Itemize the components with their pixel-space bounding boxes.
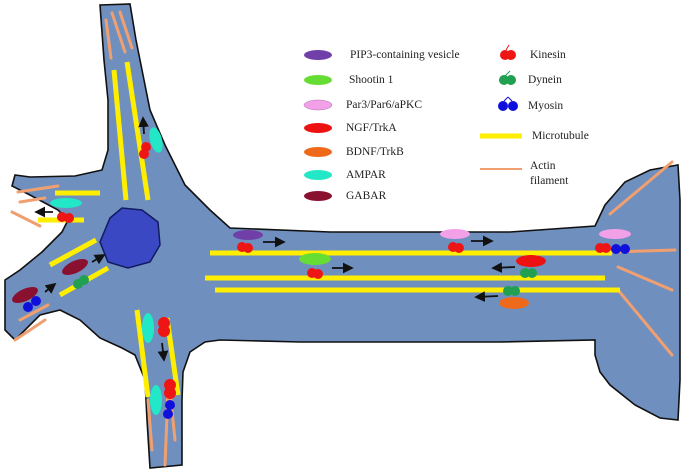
kinesin-motor (595, 243, 611, 253)
par-complex-vesicle (440, 229, 470, 239)
kinesin-motor (158, 317, 170, 337)
legend-label-gabar: GABAR (346, 190, 387, 202)
dynein-motor (73, 275, 89, 289)
kinesin-motor (164, 379, 176, 399)
dynein-motor (503, 286, 520, 296)
kinesin-motor (139, 142, 151, 159)
legend-label-kinesin: Kinesin (530, 49, 566, 61)
legend-swatch-shootin (304, 75, 332, 85)
legend-label-pip3: PIP3-containing vesicle (350, 49, 460, 61)
legend-swatch-pip3 (304, 50, 332, 60)
legend-swatch-gabar (304, 191, 332, 201)
par-complex-vesicle (599, 229, 631, 239)
legend-swatch-dynein (499, 70, 516, 85)
bdnf-vesicle (499, 297, 529, 309)
legend-swatch-kinesin (500, 44, 516, 60)
gabar-vesicle (12, 286, 38, 304)
ampar-vesicle (142, 313, 154, 343)
kinesin-motor (307, 268, 323, 279)
dynein-motor (520, 268, 537, 278)
legend-swatch-par (303, 99, 333, 111)
myosin-motor (611, 244, 630, 254)
legend-label-bdnf: BDNF/TrkB (346, 146, 404, 158)
legend-swatch-myosin (498, 96, 518, 111)
kinesin-motor (57, 212, 74, 223)
legend-label-actin-line1: Actin (530, 160, 556, 172)
legend-swatch-ngf (304, 123, 332, 133)
legend-swatch-ampar (304, 170, 332, 180)
pip3-vesicle (233, 230, 263, 240)
legend (303, 44, 522, 201)
gabar-vesicle (62, 258, 88, 276)
myosin-motor (23, 296, 41, 312)
legend-label-ngf: NGF/TrkA (346, 122, 397, 134)
shootin-vesicle (299, 253, 331, 265)
legend-label-shootin: Shootin 1 (349, 74, 394, 86)
legend-label-microtubule: Microtubule (532, 130, 589, 142)
legend-swatch-bdnf (304, 147, 332, 157)
kinesin-motor (237, 242, 253, 253)
legend-label-actin-line2: filament (530, 175, 569, 187)
nucleus (99, 207, 161, 269)
myosin-motor (163, 400, 175, 419)
legend-label-par: Par3/Par6/aPKC (346, 99, 423, 111)
ngf-vesicle (516, 255, 546, 267)
ampar-vesicle (50, 198, 82, 208)
legend-label-ampar: AMPAR (346, 169, 386, 181)
legend-label-dynein: Dynein (528, 74, 562, 86)
motor-proteins (23, 142, 630, 419)
legend-label-myosin: Myosin (528, 100, 564, 112)
cargo-vesicles (12, 127, 631, 415)
transport-arrows (34, 116, 516, 362)
ampar-vesicle (150, 385, 162, 415)
ampar-vesicle (149, 127, 163, 153)
kinesin-motor (448, 242, 464, 253)
